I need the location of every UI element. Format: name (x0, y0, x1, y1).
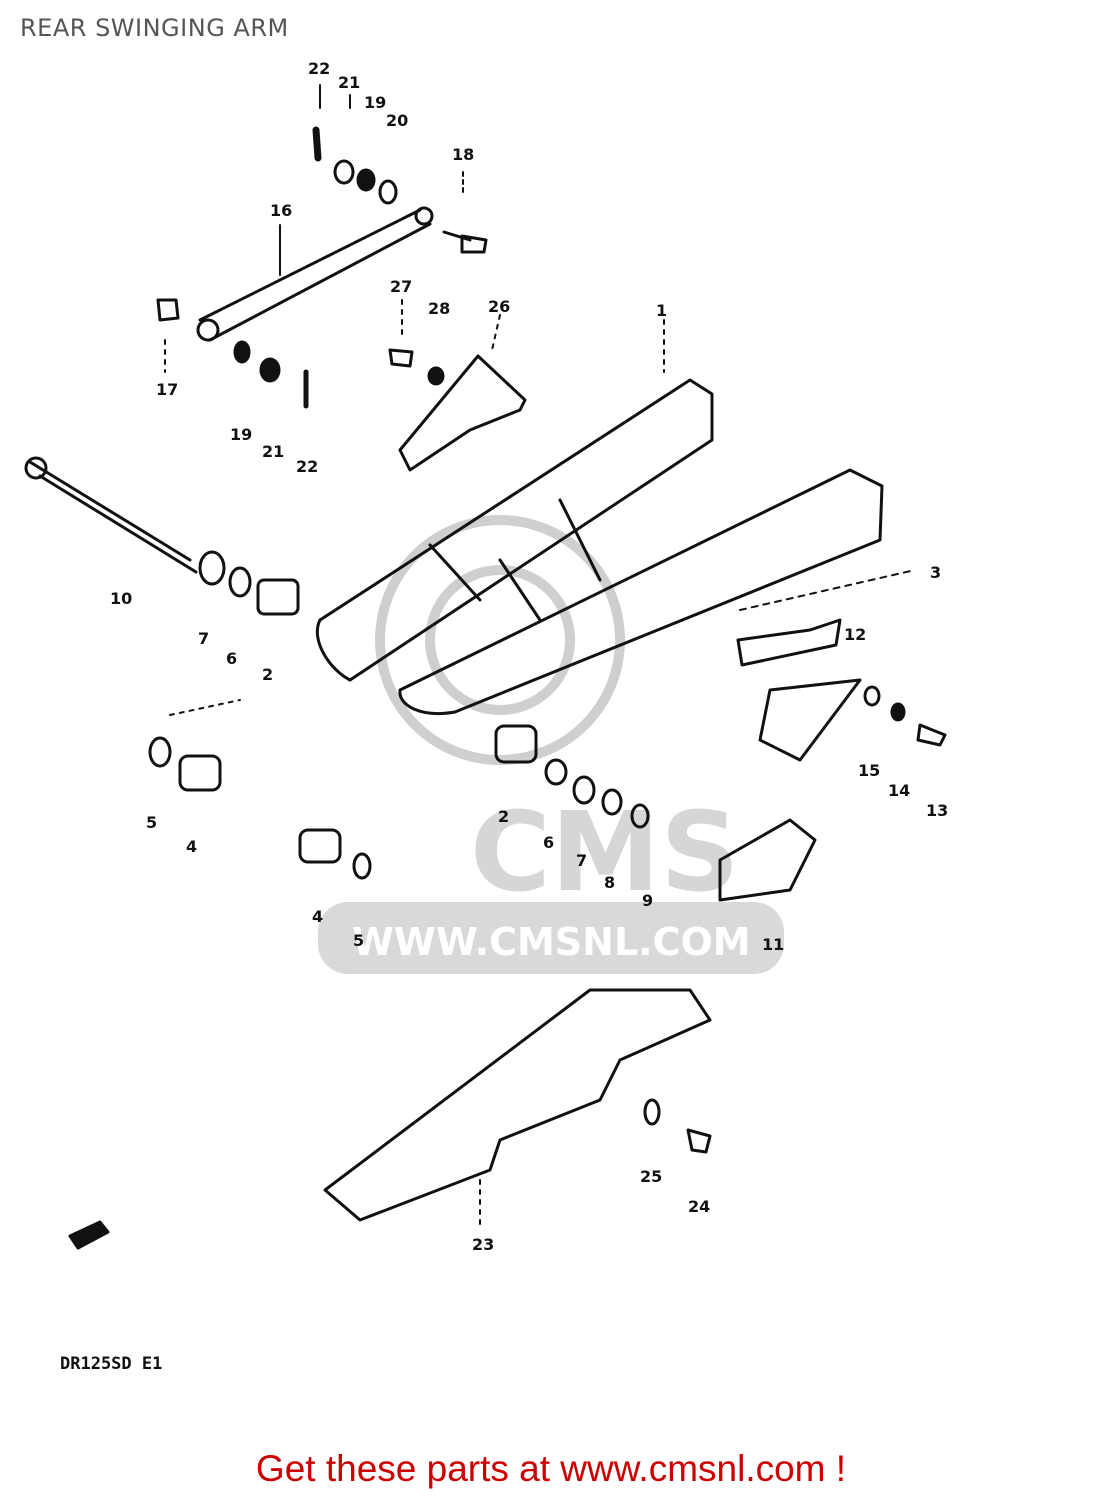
callout-19: 19 (364, 93, 386, 112)
callout-22: 22 (296, 457, 318, 476)
callout-16: 16 (270, 201, 292, 220)
callout-12: 12 (844, 625, 866, 644)
callout-21: 21 (338, 73, 360, 92)
callout-22: 22 (308, 59, 330, 78)
callout-26: 26 (488, 297, 510, 316)
callout-4: 4 (312, 907, 323, 926)
callout-11: 11 (762, 935, 784, 954)
page-title: REAR SWINGING ARM (20, 14, 289, 42)
callout-23: 23 (472, 1235, 494, 1254)
watermark: CMS WWW.CMSNL.COM (318, 515, 784, 974)
callout-4: 4 (186, 837, 197, 856)
callout-1: 1 (656, 301, 667, 320)
callout-7: 7 (198, 629, 209, 648)
callout-2: 2 (498, 807, 509, 826)
callout-5: 5 (146, 813, 157, 832)
callout-6: 6 (543, 833, 554, 852)
callout-7: 7 (576, 851, 587, 870)
callout-labels: 1 2 2 3 4 4 5 5 6 6 7 7 8 9 10 11 12 13 … (110, 59, 948, 1254)
callout-24: 24 (688, 1197, 710, 1216)
callout-27: 27 (390, 277, 412, 296)
callout-28: 28 (428, 299, 450, 318)
callout-17: 17 (156, 380, 178, 399)
callout-18: 18 (452, 145, 474, 164)
callout-5: 5 (353, 931, 364, 950)
callout-25: 25 (640, 1167, 662, 1186)
callout-15: 15 (858, 761, 880, 780)
callout-21: 21 (262, 442, 284, 461)
parts-drawing (24, 84, 947, 1250)
callout-13: 13 (926, 801, 948, 820)
callout-2: 2 (262, 665, 273, 684)
watermark-url: WWW.CMSNL.COM (352, 920, 751, 964)
callout-9: 9 (642, 891, 653, 910)
footer: Get these parts at www.cmsnl.com ! (0, 1448, 1102, 1490)
diagram-code: DR125SD E1 (60, 1354, 163, 1374)
callout-20: 20 (386, 111, 408, 130)
callout-19: 19 (230, 425, 252, 444)
callout-8: 8 (604, 873, 615, 892)
callout-6: 6 (226, 649, 237, 668)
callout-3: 3 (930, 563, 941, 582)
callout-14: 14 (888, 781, 910, 800)
callout-10: 10 (110, 589, 132, 608)
footer-link[interactable]: Get these parts at www.cmsnl.com ! (255, 1448, 847, 1489)
